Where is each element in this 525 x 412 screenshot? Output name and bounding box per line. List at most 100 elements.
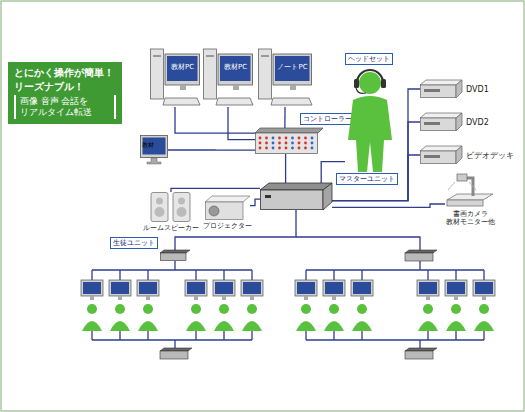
art-path — [160, 250, 190, 253]
station-stand — [426, 296, 430, 300]
device-drawing — [258, 45, 312, 107]
device-drawing — [203, 45, 253, 107]
student-stations — [81, 270, 495, 340]
device-tag: マスターユニット — [336, 173, 398, 185]
student-body — [418, 321, 438, 331]
bus-wire — [296, 237, 420, 250]
art-path — [205, 196, 250, 202]
art-rect — [424, 155, 440, 158]
art-path — [420, 146, 462, 151]
art-rect — [165, 54, 200, 85]
art-path — [323, 183, 332, 210]
art-circle — [265, 142, 268, 145]
station-monitor — [323, 280, 345, 296]
wire — [168, 149, 255, 150]
device-label: 教材PC — [167, 63, 198, 71]
student-body — [82, 321, 102, 331]
room-speaker: ルームスピーカー — [150, 192, 192, 222]
station-screen — [297, 282, 315, 294]
device-label: 教材PC — [220, 63, 251, 71]
wire — [285, 154, 286, 183]
headset-person: ヘッドセット — [345, 68, 395, 172]
station-stand — [90, 296, 94, 300]
wire — [332, 89, 420, 201]
art-path — [420, 80, 462, 85]
art-circle — [285, 142, 288, 145]
art-circle — [259, 147, 262, 150]
student-body — [324, 321, 344, 331]
station-screen — [243, 282, 261, 294]
banner-text: とにかく操作が簡単！ — [14, 66, 116, 80]
station-monitor — [137, 280, 159, 296]
unit-box — [160, 250, 437, 359]
art-circle — [178, 198, 185, 205]
art-rect — [447, 200, 483, 206]
art-rect — [206, 55, 214, 57]
station-stand — [146, 296, 150, 300]
station-stand — [250, 296, 254, 300]
art-circle — [298, 137, 301, 140]
station-stand — [304, 296, 308, 300]
device-label: ノートPC — [275, 63, 310, 71]
student-head — [115, 304, 125, 314]
device-drawing — [420, 80, 462, 98]
student-head — [451, 304, 461, 314]
video-deck: ビデオデッキ — [420, 146, 462, 164]
art-circle — [156, 198, 163, 205]
station-screen — [419, 282, 437, 294]
art-circle — [291, 147, 294, 150]
wiring — [92, 237, 484, 348]
station-stand — [360, 296, 364, 300]
device-drawing — [420, 146, 462, 164]
teacher-pc: 教材PC — [203, 45, 253, 107]
art-rect — [206, 202, 244, 220]
student-body — [110, 321, 130, 331]
student-body — [138, 321, 158, 331]
banner-text: リーズナブル！ — [14, 80, 116, 94]
device-drawing — [140, 135, 168, 165]
art-rect — [256, 133, 318, 154]
station-screen — [447, 282, 465, 294]
student-head — [143, 304, 153, 314]
art-path — [447, 194, 493, 200]
projector: プロジェクター — [205, 196, 250, 220]
art-circle — [259, 142, 262, 145]
art-circle — [298, 142, 301, 145]
station-screen — [325, 282, 343, 294]
art-circle — [359, 72, 381, 94]
student-head — [87, 304, 97, 314]
station-monitor — [185, 280, 207, 296]
device-label: 教材 — [142, 141, 166, 148]
art-path — [456, 146, 462, 164]
art-rect — [151, 193, 168, 222]
art-rect — [233, 85, 239, 90]
note-pc: ノートPC — [258, 45, 312, 107]
station-stand — [332, 296, 336, 300]
art-circle — [177, 207, 187, 217]
station-screen — [475, 282, 493, 294]
art-rect — [151, 49, 164, 99]
art-rect — [273, 54, 312, 85]
station-stand — [194, 296, 198, 300]
art-circle — [278, 137, 281, 140]
art-rect — [421, 118, 457, 131]
art-rect — [421, 85, 457, 98]
unit-top — [405, 348, 437, 351]
station-screen — [187, 282, 205, 294]
art-rect — [180, 85, 186, 90]
station-stand — [118, 296, 122, 300]
device-label: DVD2 — [466, 118, 489, 127]
art-rect — [424, 122, 440, 125]
art-rect — [261, 190, 324, 210]
art-path — [255, 128, 323, 133]
wire — [175, 107, 255, 133]
art-path — [420, 113, 462, 118]
art-circle — [304, 137, 307, 140]
unit-top — [405, 250, 437, 253]
feature-box: 画像 音声 会話を リアルタイム転送 — [14, 95, 116, 119]
student-body — [296, 321, 316, 331]
station-monitor — [417, 280, 439, 296]
art-rect — [261, 55, 269, 57]
art-circle — [278, 147, 281, 150]
